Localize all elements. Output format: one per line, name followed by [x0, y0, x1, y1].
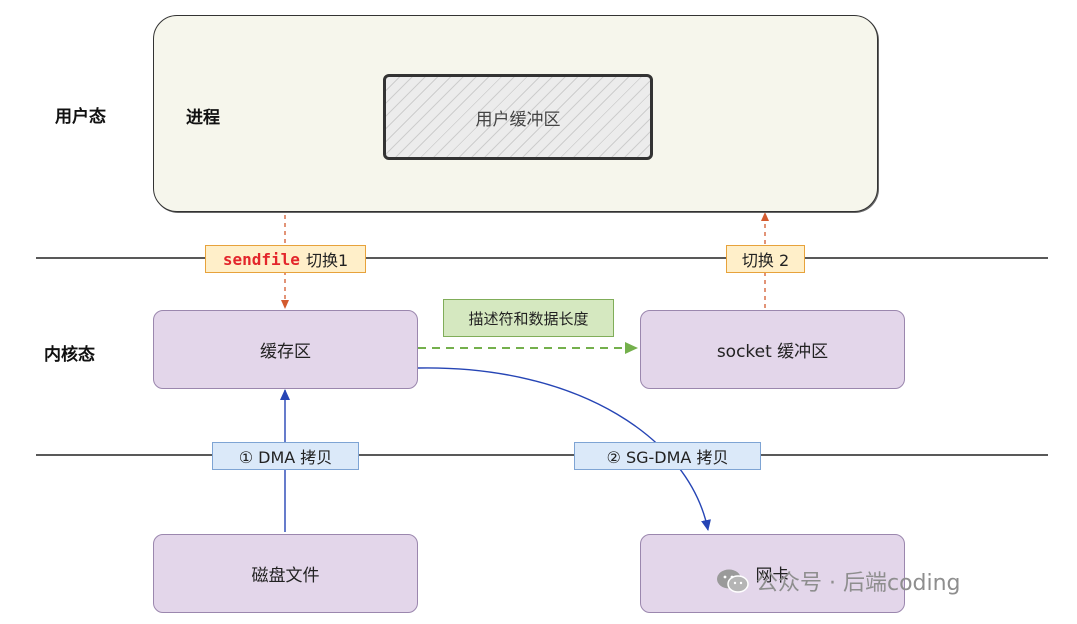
sendfile-keyword: sendfile — [222, 249, 300, 269]
descriptor-badge: 描述符和数据长度 — [443, 299, 614, 337]
switch2-badge: 切换 2 — [726, 245, 805, 273]
wechat-icon — [716, 568, 750, 594]
watermark: 公众号 · 后端coding — [716, 565, 961, 597]
socket-buffer-label: socket 缓冲区 — [716, 342, 829, 362]
sg-dma-copy-arrow — [417, 367, 711, 531]
disk-file-label: 磁盘文件 — [251, 566, 320, 586]
user-buffer-label: 用户缓冲区 — [475, 109, 561, 130]
switch2-text: 切换 2 — [741, 251, 790, 270]
dma-copy-badge: ① DMA 拷贝 — [212, 442, 359, 470]
dma-copy-text: ① DMA 拷贝 — [238, 448, 333, 467]
user-space-label: 用户态 — [55, 107, 106, 127]
descriptor-text: 描述符和数据长度 — [468, 309, 589, 328]
sg-dma-copy-badge: ② SG-DMA 拷贝 — [574, 442, 761, 470]
socket-buffer-box: socket 缓冲区 — [640, 310, 905, 389]
disk-file-box: 磁盘文件 — [153, 534, 418, 613]
process-label: 进程 — [186, 108, 220, 128]
kernel-space-label: 内核态 — [44, 345, 95, 365]
switch1-text: 切换1 — [305, 251, 349, 270]
sendfile-switch1-badge: sendfile 切换1 — [205, 245, 366, 273]
user-buffer-box: 用户缓冲区 — [383, 74, 653, 160]
sg-dma-copy-text: ② SG-DMA 拷贝 — [606, 448, 729, 467]
nic-box: 网卡 — [640, 534, 905, 613]
nic-label: 网卡 — [755, 566, 790, 586]
watermark-text: 公众号 · 后端coding — [756, 571, 961, 596]
cache-box: 缓存区 — [153, 310, 418, 389]
cache-label: 缓存区 — [260, 342, 311, 362]
